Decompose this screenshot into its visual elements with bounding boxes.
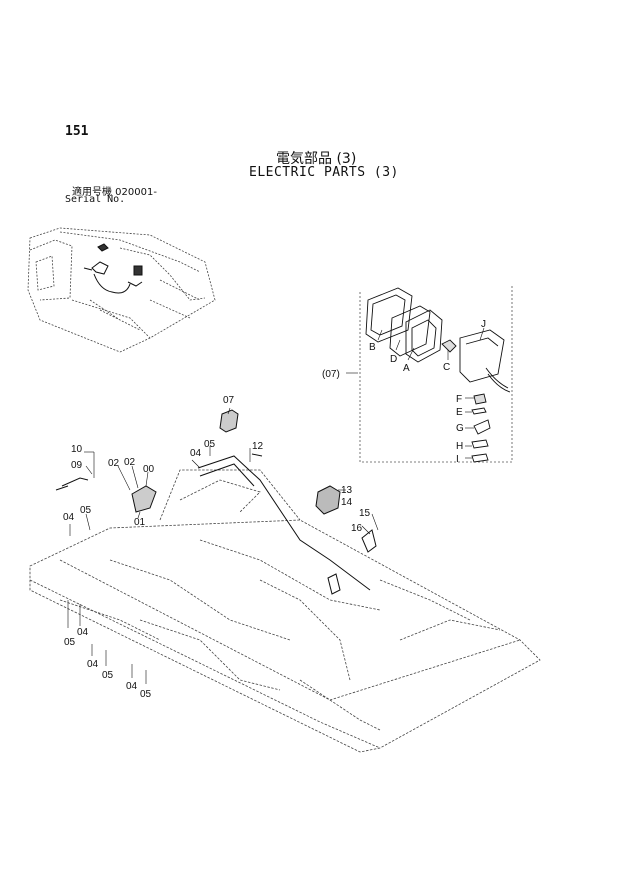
- frame-leader-lines: [67, 407, 379, 684]
- callout-12: 12: [252, 441, 264, 452]
- detail-leader-lines: [346, 327, 485, 459]
- title-japanese: 電気部品 (3): [276, 151, 357, 167]
- lamp-lens-d: [389, 305, 431, 357]
- fastener-f: [473, 393, 487, 405]
- callout-02-a: 02: [108, 458, 120, 469]
- frame-mounted-components: [55, 409, 377, 595]
- bulb-c: [441, 339, 457, 353]
- upper-frame-illustration: [29, 469, 541, 753]
- callout-a: A: [403, 363, 410, 374]
- callout-d: D: [390, 354, 397, 365]
- machine-overview-harness: [83, 243, 143, 294]
- lamp-body-a: [405, 309, 443, 363]
- callout-group-07: (07): [322, 369, 340, 380]
- callout-j: J: [481, 319, 486, 330]
- callout-h: H: [456, 441, 463, 452]
- callout-04-c: 04: [77, 627, 89, 638]
- page-number: 151: [65, 124, 89, 139]
- callout-04-a: 04: [190, 448, 202, 459]
- callout-14: 14: [341, 497, 353, 508]
- harness-main: [197, 455, 371, 591]
- callout-e: E: [456, 407, 463, 418]
- lamp-frame-b: [365, 287, 413, 343]
- callout-09: 09: [71, 460, 83, 471]
- callout-15: 15: [359, 508, 371, 519]
- callout-05-c: 05: [64, 637, 76, 648]
- callout-g: G: [456, 423, 464, 434]
- relay-07: [219, 409, 239, 433]
- callout-00: 00: [143, 464, 155, 475]
- nut-i: [471, 453, 489, 463]
- callout-04-d: 04: [87, 659, 99, 670]
- callout-b: B: [369, 342, 376, 353]
- washer-h: [471, 439, 489, 449]
- callout-05-e: 05: [140, 689, 152, 700]
- bracket-g: [473, 419, 491, 435]
- module-13: [315, 485, 341, 515]
- callout-05-d: 05: [102, 670, 114, 681]
- callout-labels: J B D A C F E G H I (07) 07 05 04 12 10 …: [63, 319, 486, 700]
- callout-i: I: [456, 454, 459, 465]
- detail-box-outline: [359, 286, 513, 463]
- work-light-assembly: [365, 287, 511, 463]
- callout-07: 07: [223, 395, 235, 406]
- machine-overview-illustration: [27, 227, 216, 353]
- serial-label-japanese: 適用号機 020001-: [72, 187, 157, 198]
- callout-c: C: [443, 362, 450, 373]
- callout-02-b: 02: [124, 457, 136, 468]
- callout-10: 10: [71, 444, 83, 455]
- callout-13: 13: [341, 485, 353, 496]
- washer-e: [471, 407, 487, 415]
- lamp-housing-j: [459, 329, 505, 383]
- callout-04-b: 04: [63, 512, 75, 523]
- callout-04-e: 04: [126, 681, 138, 692]
- callout-05-a: 05: [204, 439, 216, 450]
- title-english: ELECTRIC PARTS (3): [249, 165, 399, 180]
- callout-f: F: [456, 394, 462, 405]
- callout-16: 16: [351, 523, 363, 534]
- callout-01: 01: [134, 517, 146, 528]
- serial-label-english: Serial No.: [65, 194, 126, 205]
- callout-05-b: 05: [80, 505, 92, 516]
- connector-01: [131, 485, 157, 513]
